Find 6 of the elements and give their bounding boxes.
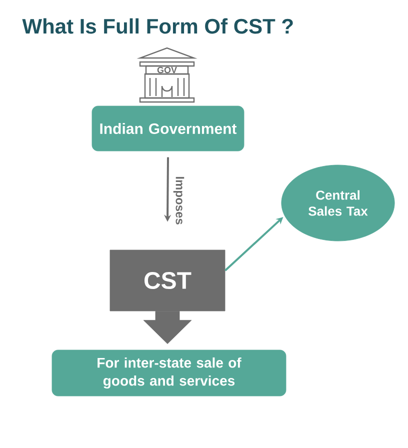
title: What Is Full Form Of CST ? bbox=[22, 18, 293, 34]
edge-label: Imposes bbox=[172, 175, 186, 226]
process-box: For inter-state sale of goods and services bbox=[52, 350, 286, 396]
block-arrow bbox=[143, 311, 192, 344]
process-box: Indian Government bbox=[92, 106, 244, 152]
term-box: CST bbox=[110, 250, 226, 312]
